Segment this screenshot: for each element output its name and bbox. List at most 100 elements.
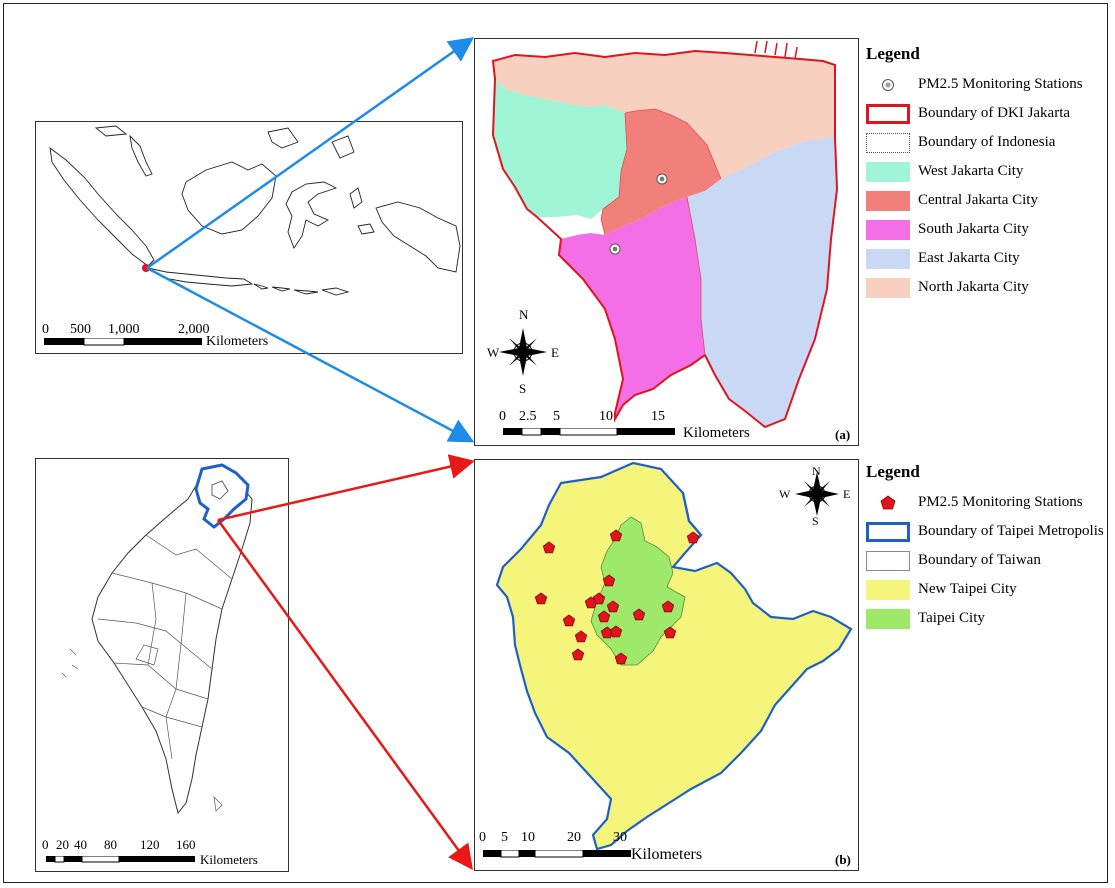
monitoring-station-marker (609, 529, 623, 542)
scale-tick-label: 120 (140, 837, 160, 852)
legend-swatch (866, 579, 910, 600)
compass-east-label: E (551, 345, 559, 360)
monitoring-station-marker (592, 592, 606, 605)
legend-item-label: Boundary of DKI Jakarta (918, 105, 1071, 121)
scale-tick-label: 15 (651, 409, 665, 424)
legend-item-label: South Jakarta City (918, 221, 1029, 237)
scale-tick-label: 10 (599, 409, 613, 424)
monitoring-station-marker (602, 574, 616, 587)
jakarta-boundary (491, 49, 839, 429)
scale-tick-label: 0 (42, 322, 49, 337)
indonesia-map (49, 125, 461, 296)
scale-tick-label: 5 (501, 830, 508, 845)
scale-tick-label: 20 (567, 830, 581, 845)
legend-item: New Taipei City (866, 575, 1111, 604)
scale-tick-label: 0 (499, 409, 506, 424)
jakarta-map (491, 40, 839, 429)
legend-swatch (866, 521, 910, 542)
legend-swatch (866, 190, 910, 211)
taipei-compass-rose (795, 472, 839, 516)
legend-item-label: Central Jakarta City (918, 192, 1038, 208)
scale-tick-label: 20 (56, 837, 69, 852)
monitoring-station-marker (686, 531, 700, 544)
taiwan-overview-panel: 0 20 40 80 120 160 Kilometers (35, 458, 289, 872)
east-jakarta-region (687, 137, 837, 427)
compass-south-label: S (812, 514, 819, 528)
taipei-map (495, 461, 853, 851)
legend-item-label: Boundary of Indonesia (918, 134, 1056, 150)
taipei-detail-panel: N S E W 0 5 10 20 30 Kilometers (b) (474, 459, 859, 871)
legend-item: Boundary of Taipei Metropolis (866, 517, 1111, 546)
legend-item-label: PM2.5 Monitoring Stations (918, 76, 1083, 92)
compass-north-label: N (519, 307, 529, 322)
taiwan-map (61, 463, 253, 815)
south-jakarta-region (559, 197, 705, 419)
compass-south-label: S (519, 381, 527, 396)
jakarta-monitoring-stations (609, 173, 668, 255)
monitoring-station-marker (609, 625, 623, 638)
monitoring-station-marker (661, 600, 675, 613)
jakarta-detail-panel: N S E W 0 2.5 5 10 15 Kilometers (a) (474, 38, 859, 446)
legend-item: East Jakarta City (866, 244, 1111, 273)
scale-tick-label: 0 (479, 830, 486, 845)
legend-title: Legend (866, 44, 920, 63)
taiwan-scale-bar: 0 20 40 80 120 160 Kilometers (42, 837, 288, 871)
compass-east-label: E (843, 487, 851, 501)
legend-item: Boundary of Indonesia (866, 128, 1111, 157)
legend-swatch (866, 103, 910, 124)
scale-tick-label: 1,000 (108, 322, 140, 337)
legend-swatch (866, 608, 910, 629)
taipei-scale-bar: 0 5 10 20 30 Kilometers (479, 830, 759, 868)
scale-tick-label: 0 (42, 837, 49, 852)
legend-item: PM2.5 Monitoring Stations (866, 488, 1111, 517)
panel-label-b: (b) (835, 852, 851, 867)
scale-tick-label: 500 (70, 322, 91, 337)
legend-item: Taipei City (866, 604, 1111, 633)
monitoring-station-marker (632, 608, 646, 621)
scale-tick-label: 10 (521, 830, 535, 845)
monitoring-station-marker (562, 614, 576, 627)
scale-tick-label: 80 (104, 837, 117, 852)
legend-title: Legend (866, 462, 920, 481)
compass-west-label: W (487, 345, 500, 360)
scale-unit-label: Kilometers (631, 846, 703, 863)
station-marker-icon (866, 78, 910, 92)
central-jakarta-region (601, 109, 721, 235)
figure-border (3, 3, 1108, 883)
compass-west-label: W (779, 487, 791, 501)
monitoring-station-marker (574, 630, 588, 643)
scale-unit-label: Kilometers (200, 852, 258, 867)
monitoring-station-marker (614, 652, 628, 665)
taiwan-boundary (91, 470, 253, 815)
legend-item: Boundary of DKI Jakarta (866, 99, 1111, 128)
taipei-monitoring-stations (534, 529, 700, 665)
legend-item-label: North Jakarta City (918, 279, 1029, 295)
monitoring-station-marker (571, 648, 585, 661)
legend-item-label: East Jakarta City (918, 250, 1020, 266)
scale-tick-label: 2,000 (178, 322, 210, 337)
legend-item: North Jakarta City (866, 273, 1111, 302)
legend-item-label: New Taipei City (918, 581, 1017, 597)
legend-item: PM2.5 Monitoring Stations (866, 70, 1111, 99)
indonesia-overview-panel: 0 500 1,000 2,000 Kilometers (35, 121, 463, 354)
legend-item: South Jakarta City (866, 215, 1111, 244)
legend-swatch (866, 248, 910, 269)
legend-swatch (866, 219, 910, 240)
north-jakarta-region (493, 51, 835, 179)
monitoring-station-marker (534, 592, 548, 605)
legend-item-label: Boundary of Taiwan (918, 552, 1041, 568)
monitoring-station-marker (597, 610, 611, 623)
legend-swatch (866, 550, 910, 571)
scale-tick-label: 5 (553, 409, 560, 424)
west-jakarta-region (493, 79, 627, 219)
monitoring-station-marker (663, 626, 677, 639)
legend-item: West Jakarta City (866, 157, 1111, 186)
legend-item-label: PM2.5 Monitoring Stations (918, 494, 1083, 510)
legend-item-label: Boundary of Taipei Metropolis (918, 523, 1104, 539)
jakarta-location-marker (142, 264, 150, 272)
scale-tick-label: 40 (74, 837, 87, 852)
legend-item: Boundary of Taiwan (866, 546, 1111, 575)
legend-item: Central Jakarta City (866, 186, 1111, 215)
